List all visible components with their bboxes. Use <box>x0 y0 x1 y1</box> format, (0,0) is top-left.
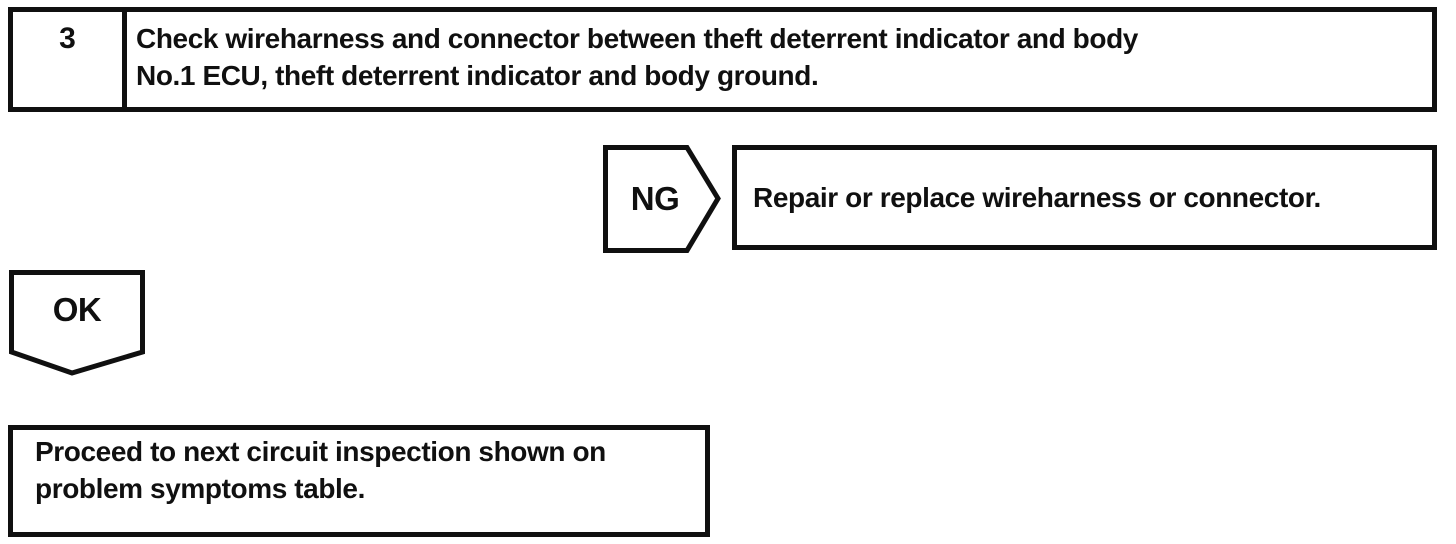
step-instruction: Check wireharness and connector between … <box>127 12 1432 107</box>
ok-pentagon-down-icon <box>9 270 145 376</box>
ok-connector-shape: OK <box>9 270 145 378</box>
ng-pentagon-right-icon <box>603 145 721 253</box>
step-instruction-line-1: Check wireharness and connector between … <box>136 23 1138 54</box>
ok-label: OK <box>52 291 102 328</box>
ok-action-box: Proceed to next circuit inspection shown… <box>8 425 710 537</box>
ng-label: NG <box>630 180 680 217</box>
step-number-cell: 3 <box>13 12 127 107</box>
ok-action-line-1: Proceed to next circuit inspection shown… <box>35 436 606 467</box>
ok-action-line-2: problem symptoms table. <box>35 473 365 504</box>
step-instruction-line-2: No.1 ECU, theft deterrent indicator and … <box>136 60 819 91</box>
step-number: 3 <box>59 22 76 55</box>
ng-connector-shape: NG <box>603 145 721 253</box>
ng-action-box: Repair or replace wireharness or connect… <box>732 145 1437 250</box>
ng-action-text: Repair or replace wireharness or connect… <box>753 181 1321 213</box>
step-box: 3 Check wireharness and connector betwee… <box>8 7 1437 112</box>
